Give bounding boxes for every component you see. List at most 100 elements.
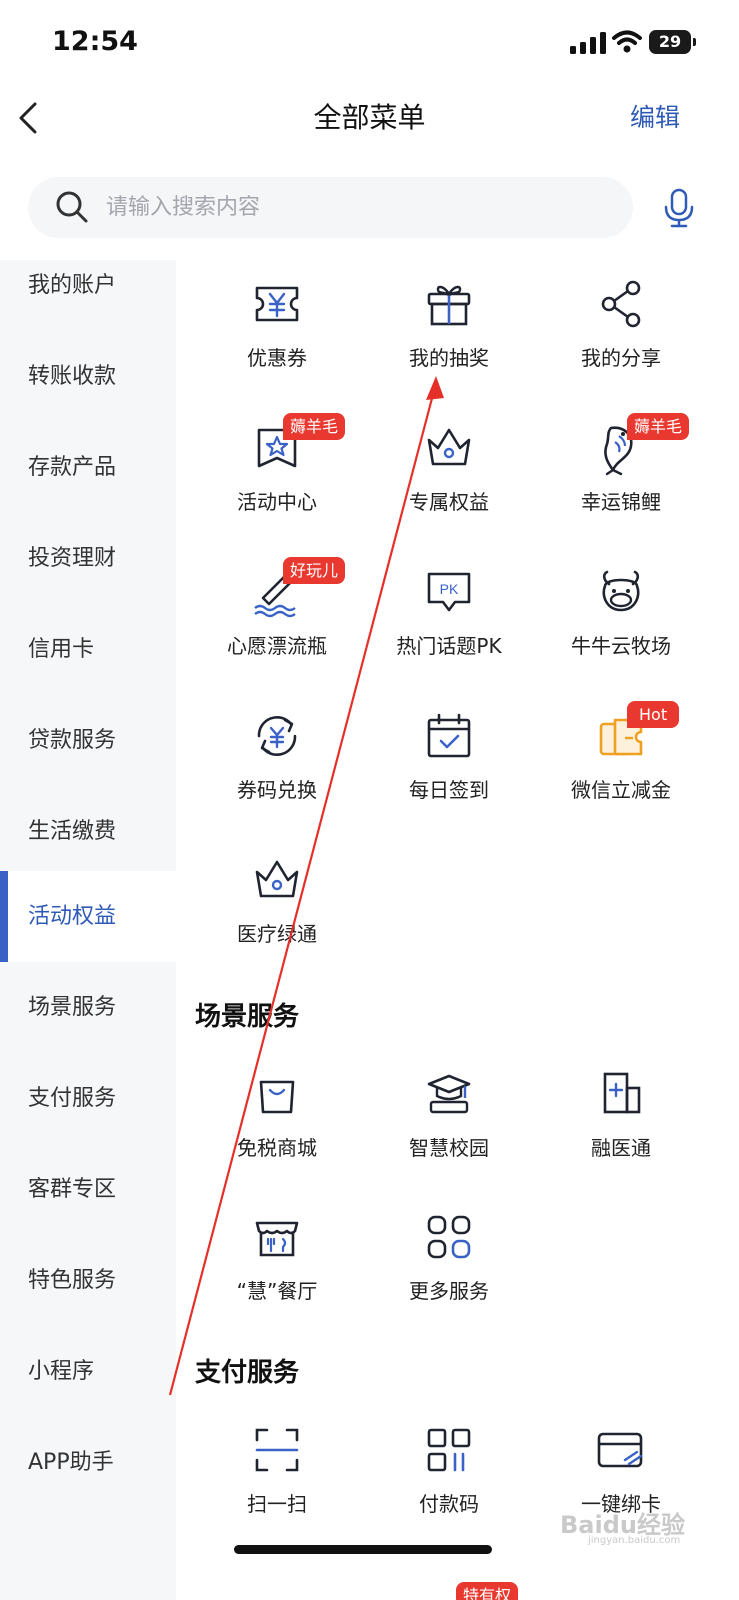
shopping-bag-icon	[259, 1080, 295, 1114]
gift-icon	[427, 285, 471, 326]
menu-item-wechat-voucher[interactable]: Hot 微信立减金	[535, 701, 707, 852]
menu-item-label: 我的分享	[581, 346, 661, 370]
nav-bar: 全部菜单 编辑	[0, 90, 739, 160]
menu-item-label: 专属权益	[409, 490, 489, 514]
sidebar-item-investment[interactable]: 投资理财	[0, 513, 176, 604]
menu-item-label: 幸运锦鲤	[581, 490, 661, 514]
menu-item-label: 热门话题PK	[396, 634, 502, 658]
menu-item-scan[interactable]: 扫一扫	[191, 1422, 363, 1566]
more-grid-icon	[427, 1215, 471, 1259]
menu-item-label: 券码兑换	[237, 778, 317, 802]
badge-label: Hot	[627, 701, 680, 728]
medical-crown-icon	[255, 860, 299, 898]
menu-item-my-share[interactable]: 我的分享	[535, 276, 707, 420]
sidebar-item-app-assistant[interactable]: APP助手	[0, 1417, 176, 1508]
section-title-scene: 场景服务	[195, 1002, 300, 1032]
watermark-url: jingyan.baidu.com	[588, 1535, 681, 1546]
sidebar-item-my-account[interactable]: 我的账户	[0, 240, 176, 331]
menu-item-label: 我的抽奖	[409, 346, 489, 370]
sidebar-item-mini-program[interactable]: 小程序	[0, 1326, 176, 1417]
watermark: Baidu经验	[560, 1511, 685, 1539]
sidebar-item-customer-zone[interactable]: 客群专区	[0, 1144, 176, 1235]
badge-label: 薅羊毛	[283, 413, 346, 440]
menu-item-label: 心愿漂流瓶	[227, 634, 327, 658]
menu-item-label: 智慧校园	[409, 1136, 489, 1160]
bind-card-icon	[597, 1432, 643, 1468]
menu-item-label: 每日签到	[409, 778, 489, 802]
badge-label: 薅羊毛	[627, 413, 690, 440]
badge-label: 好玩儿	[283, 557, 346, 584]
category-sidebar: 我的账户 转账收款 存款产品 投资理财 信用卡 贷款服务 生活缴费 活动权益 场…	[0, 260, 176, 1600]
menu-item-exclusive-benefits[interactable]: 专属权益	[363, 420, 535, 564]
payment-code-icon	[427, 1428, 471, 1472]
back-chevron-icon[interactable]	[16, 100, 40, 136]
sidebar-item-credit-card[interactable]: 信用卡	[0, 604, 176, 695]
sidebar-item-label: 信用卡	[28, 637, 95, 662]
menu-item-payment-code[interactable]: 付款码	[363, 1422, 535, 1566]
menu-item-medical-green-channel[interactable]: 医疗绿通	[191, 852, 363, 996]
sidebar-item-loan[interactable]: 贷款服务	[0, 695, 176, 786]
menu-item-duty-free-mall[interactable]: 免税商城	[191, 1066, 363, 1210]
home-indicator[interactable]	[234, 1545, 492, 1554]
sidebar-item-deposit[interactable]: 存款产品	[0, 422, 176, 513]
menu-item-cow-ranch[interactable]: 牛牛云牧场	[535, 564, 707, 708]
menu-item-more-services[interactable]: 更多服务	[363, 1209, 535, 1353]
menu-item-code-exchange[interactable]: 券码兑换	[191, 708, 363, 852]
search-bar[interactable]	[28, 177, 633, 238]
microphone-icon[interactable]	[662, 188, 696, 228]
menu-item-label: 更多服务	[409, 1279, 489, 1303]
exchange-icon	[257, 716, 297, 756]
sidebar-item-activity-benefits[interactable]: 活动权益	[0, 871, 176, 962]
active-indicator	[0, 871, 8, 962]
menu-item-lucky-koi[interactable]: 薅羊毛 幸运锦鲤	[535, 413, 707, 564]
menu-item-bind-card[interactable]: 一键绑卡	[535, 1422, 707, 1566]
calendar-check-icon	[427, 713, 471, 758]
menu-item-my-lottery[interactable]: 我的抽奖	[363, 276, 535, 420]
battery-icon: 29	[649, 30, 696, 54]
menu-item-label: 免税商城	[237, 1136, 317, 1160]
menu-item-label: 付款码	[419, 1492, 479, 1516]
hospital-icon	[603, 1072, 641, 1114]
coupon-icon	[255, 286, 299, 322]
menu-item-smart-campus[interactable]: 智慧校园	[363, 1066, 535, 1210]
menu-item-hot-topic-pk[interactable]: PK 热门话题PK	[363, 564, 535, 708]
wallet-voucher-icon	[599, 718, 643, 756]
menu-item-rong-yi-tong[interactable]: 融医通	[535, 1066, 707, 1210]
menu-item-label: 微信立减金	[571, 778, 671, 802]
graduation-cap-icon	[427, 1074, 471, 1114]
sidebar-item-scene-services[interactable]: 场景服务	[0, 962, 176, 1053]
menu-item-label: 牛牛云牧场	[571, 634, 671, 658]
share-icon	[601, 280, 641, 328]
cow-icon	[602, 570, 640, 612]
sidebar-item-payment-services[interactable]: 支付服务	[0, 1053, 176, 1144]
battery-level: 29	[658, 32, 682, 51]
pk-bubble-icon: PK	[427, 572, 471, 612]
sidebar-item-label: 投资理财	[28, 546, 117, 571]
edit-button[interactable]: 编辑	[629, 103, 680, 132]
menu-item-smart-restaurant[interactable]: “慧”餐厅	[191, 1209, 363, 1353]
menu-item-coupon[interactable]: 优惠券	[191, 276, 363, 420]
menu-item-label: 融医通	[591, 1136, 651, 1160]
menu-item-label: 扫一扫	[247, 1492, 307, 1516]
sidebar-item-label: 支付服务	[28, 1086, 117, 1111]
wifi-icon	[612, 30, 642, 53]
sidebar-item-label: APP助手	[28, 1450, 114, 1475]
status-bar: 12:54 29	[0, 0, 739, 90]
search-icon	[56, 191, 88, 223]
sidebar-item-label: 存款产品	[28, 455, 117, 480]
menu-item-daily-checkin[interactable]: 每日签到	[363, 708, 535, 852]
menu-item-label: 医疗绿通	[237, 922, 317, 946]
scan-icon	[255, 1428, 299, 1472]
menu-item-label: 一键绑卡	[581, 1492, 661, 1516]
badge-label: 特有权	[456, 1582, 519, 1600]
menu-item-wish-bottle[interactable]: 好玩儿 心愿漂流瓶	[191, 557, 363, 708]
page-title: 全部菜单	[313, 101, 426, 134]
sidebar-item-bills[interactable]: 生活缴费	[0, 786, 176, 877]
sidebar-item-label: 我的账户	[28, 273, 117, 298]
restaurant-icon	[255, 1221, 299, 1257]
menu-item-label: “慧”餐厅	[236, 1279, 318, 1303]
sidebar-item-transfer[interactable]: 转账收款	[0, 331, 176, 422]
sidebar-item-featured[interactable]: 特色服务	[0, 1235, 176, 1326]
search-input[interactable]	[106, 177, 606, 238]
menu-item-activity-center[interactable]: 薅羊毛 活动中心	[191, 413, 363, 564]
